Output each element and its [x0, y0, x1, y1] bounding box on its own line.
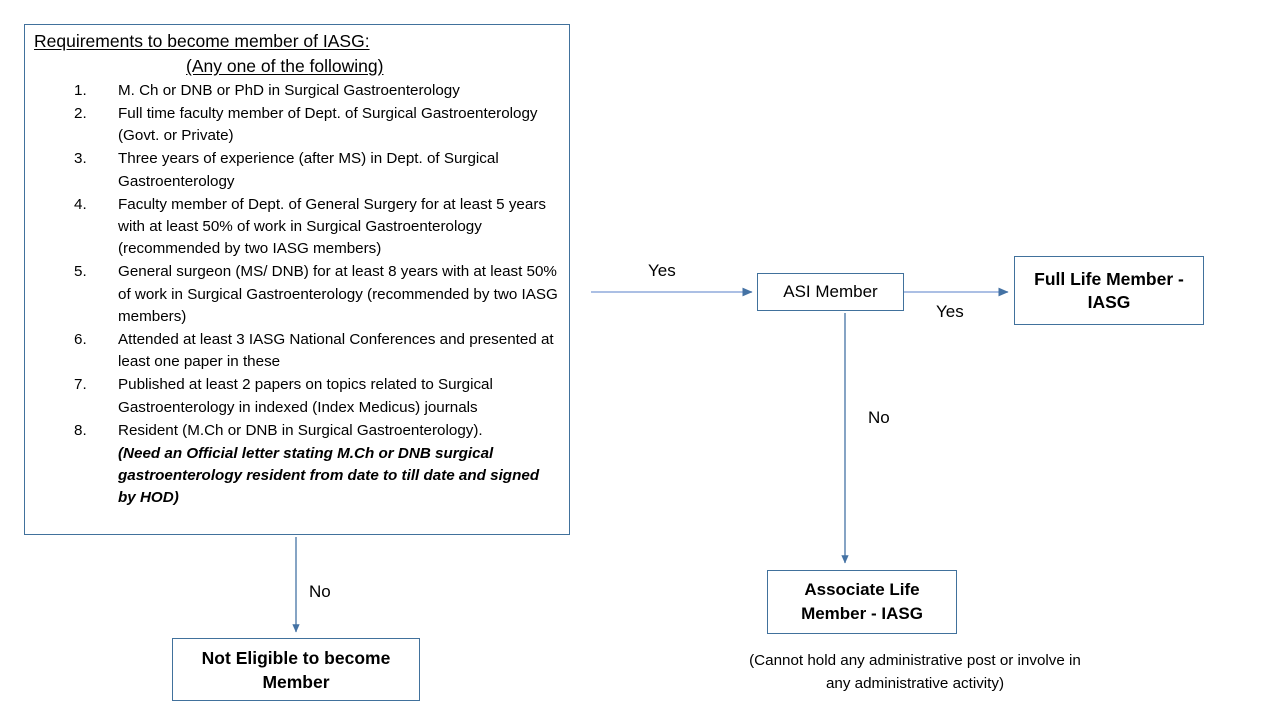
list-item: 5. General surgeon (MS/ DNB) for at leas…	[64, 261, 560, 328]
list-item-number: 6.	[74, 330, 87, 348]
list-item-number: 5.	[74, 263, 87, 281]
list-item-text: Published at least 2 papers on topics re…	[118, 376, 493, 416]
requirements-title-line-1: Requirements to become member of IASG:	[34, 31, 370, 51]
list-item-number: 3.	[74, 150, 87, 168]
list-item-text: Resident (M.Ch or DNB in Surgical Gastro…	[118, 421, 483, 439]
requirements-list: 1. M. Ch or DNB or PhD in Surgical Gastr…	[64, 80, 560, 510]
list-item-text: M. Ch or DNB or PhD in Surgical Gastroen…	[118, 82, 460, 99]
list-item-text: Three years of experience (after MS) in …	[118, 150, 499, 190]
requirements-resident-note: (Need an Official letter stating M.Ch or…	[118, 444, 540, 507]
edge-label-requirements-to-asi: Yes	[648, 261, 676, 280]
list-item-text: General surgeon (MS/ DNB) for at least 8…	[118, 263, 558, 326]
list-item: 1. M. Ch or DNB or PhD in Surgical Gastr…	[64, 80, 560, 102]
list-item: 4. Faculty member of Dept. of General Su…	[64, 194, 560, 261]
list-item: 3. Three years of experience (after MS) …	[64, 148, 560, 193]
list-item: 2. Full time faculty member of Dept. of …	[64, 103, 560, 148]
list-item-number: 2.	[74, 104, 87, 122]
node-asi-member[interactable]: ASI Member	[757, 273, 904, 311]
edge-label-asi-to-full-life: Yes	[936, 302, 964, 321]
node-not-eligible-label: Not Eligible to become Member	[201, 647, 391, 692]
node-full-life-member[interactable]: Full Life Member -IASG	[1014, 256, 1204, 325]
list-item-text: Faculty member of Dept. of General Surge…	[118, 195, 546, 258]
requirements-panel	[24, 24, 570, 535]
node-associate-life-member-label: Associate Life Member - IASG	[801, 580, 923, 623]
node-associate-life-member[interactable]: Associate Life Member - IASG	[767, 570, 957, 634]
edge-label-requirements-to-not-eligible: No	[309, 582, 331, 601]
list-item: 7. Published at least 2 papers on topics…	[64, 374, 560, 419]
node-full-life-member-label: Full Life Member -IASG	[1034, 268, 1184, 312]
list-item-text: Full time faculty member of Dept. of Sur…	[118, 104, 538, 145]
list-item-number: 8.	[74, 421, 87, 439]
list-item-text: Attended at least 3 IASG National Confer…	[118, 330, 554, 371]
list-item-number: 4.	[74, 195, 87, 213]
requirements-title-line-2: (Any one of the following)	[186, 56, 384, 76]
list-item: 6. Attended at least 3 IASG National Con…	[64, 329, 560, 374]
node-not-eligible[interactable]: Not Eligible to become Member	[172, 638, 420, 701]
associate-member-restriction-note: (Cannot hold any administrative post or …	[749, 652, 1081, 692]
list-item-number: 7.	[74, 376, 87, 394]
node-asi-member-label: ASI Member	[783, 282, 878, 301]
list-item: 8. Resident (M.Ch or DNB in Surgical Gas…	[64, 420, 560, 442]
list-item-number: 1.	[74, 82, 87, 99]
edge-label-asi-to-associate: No	[868, 408, 890, 427]
